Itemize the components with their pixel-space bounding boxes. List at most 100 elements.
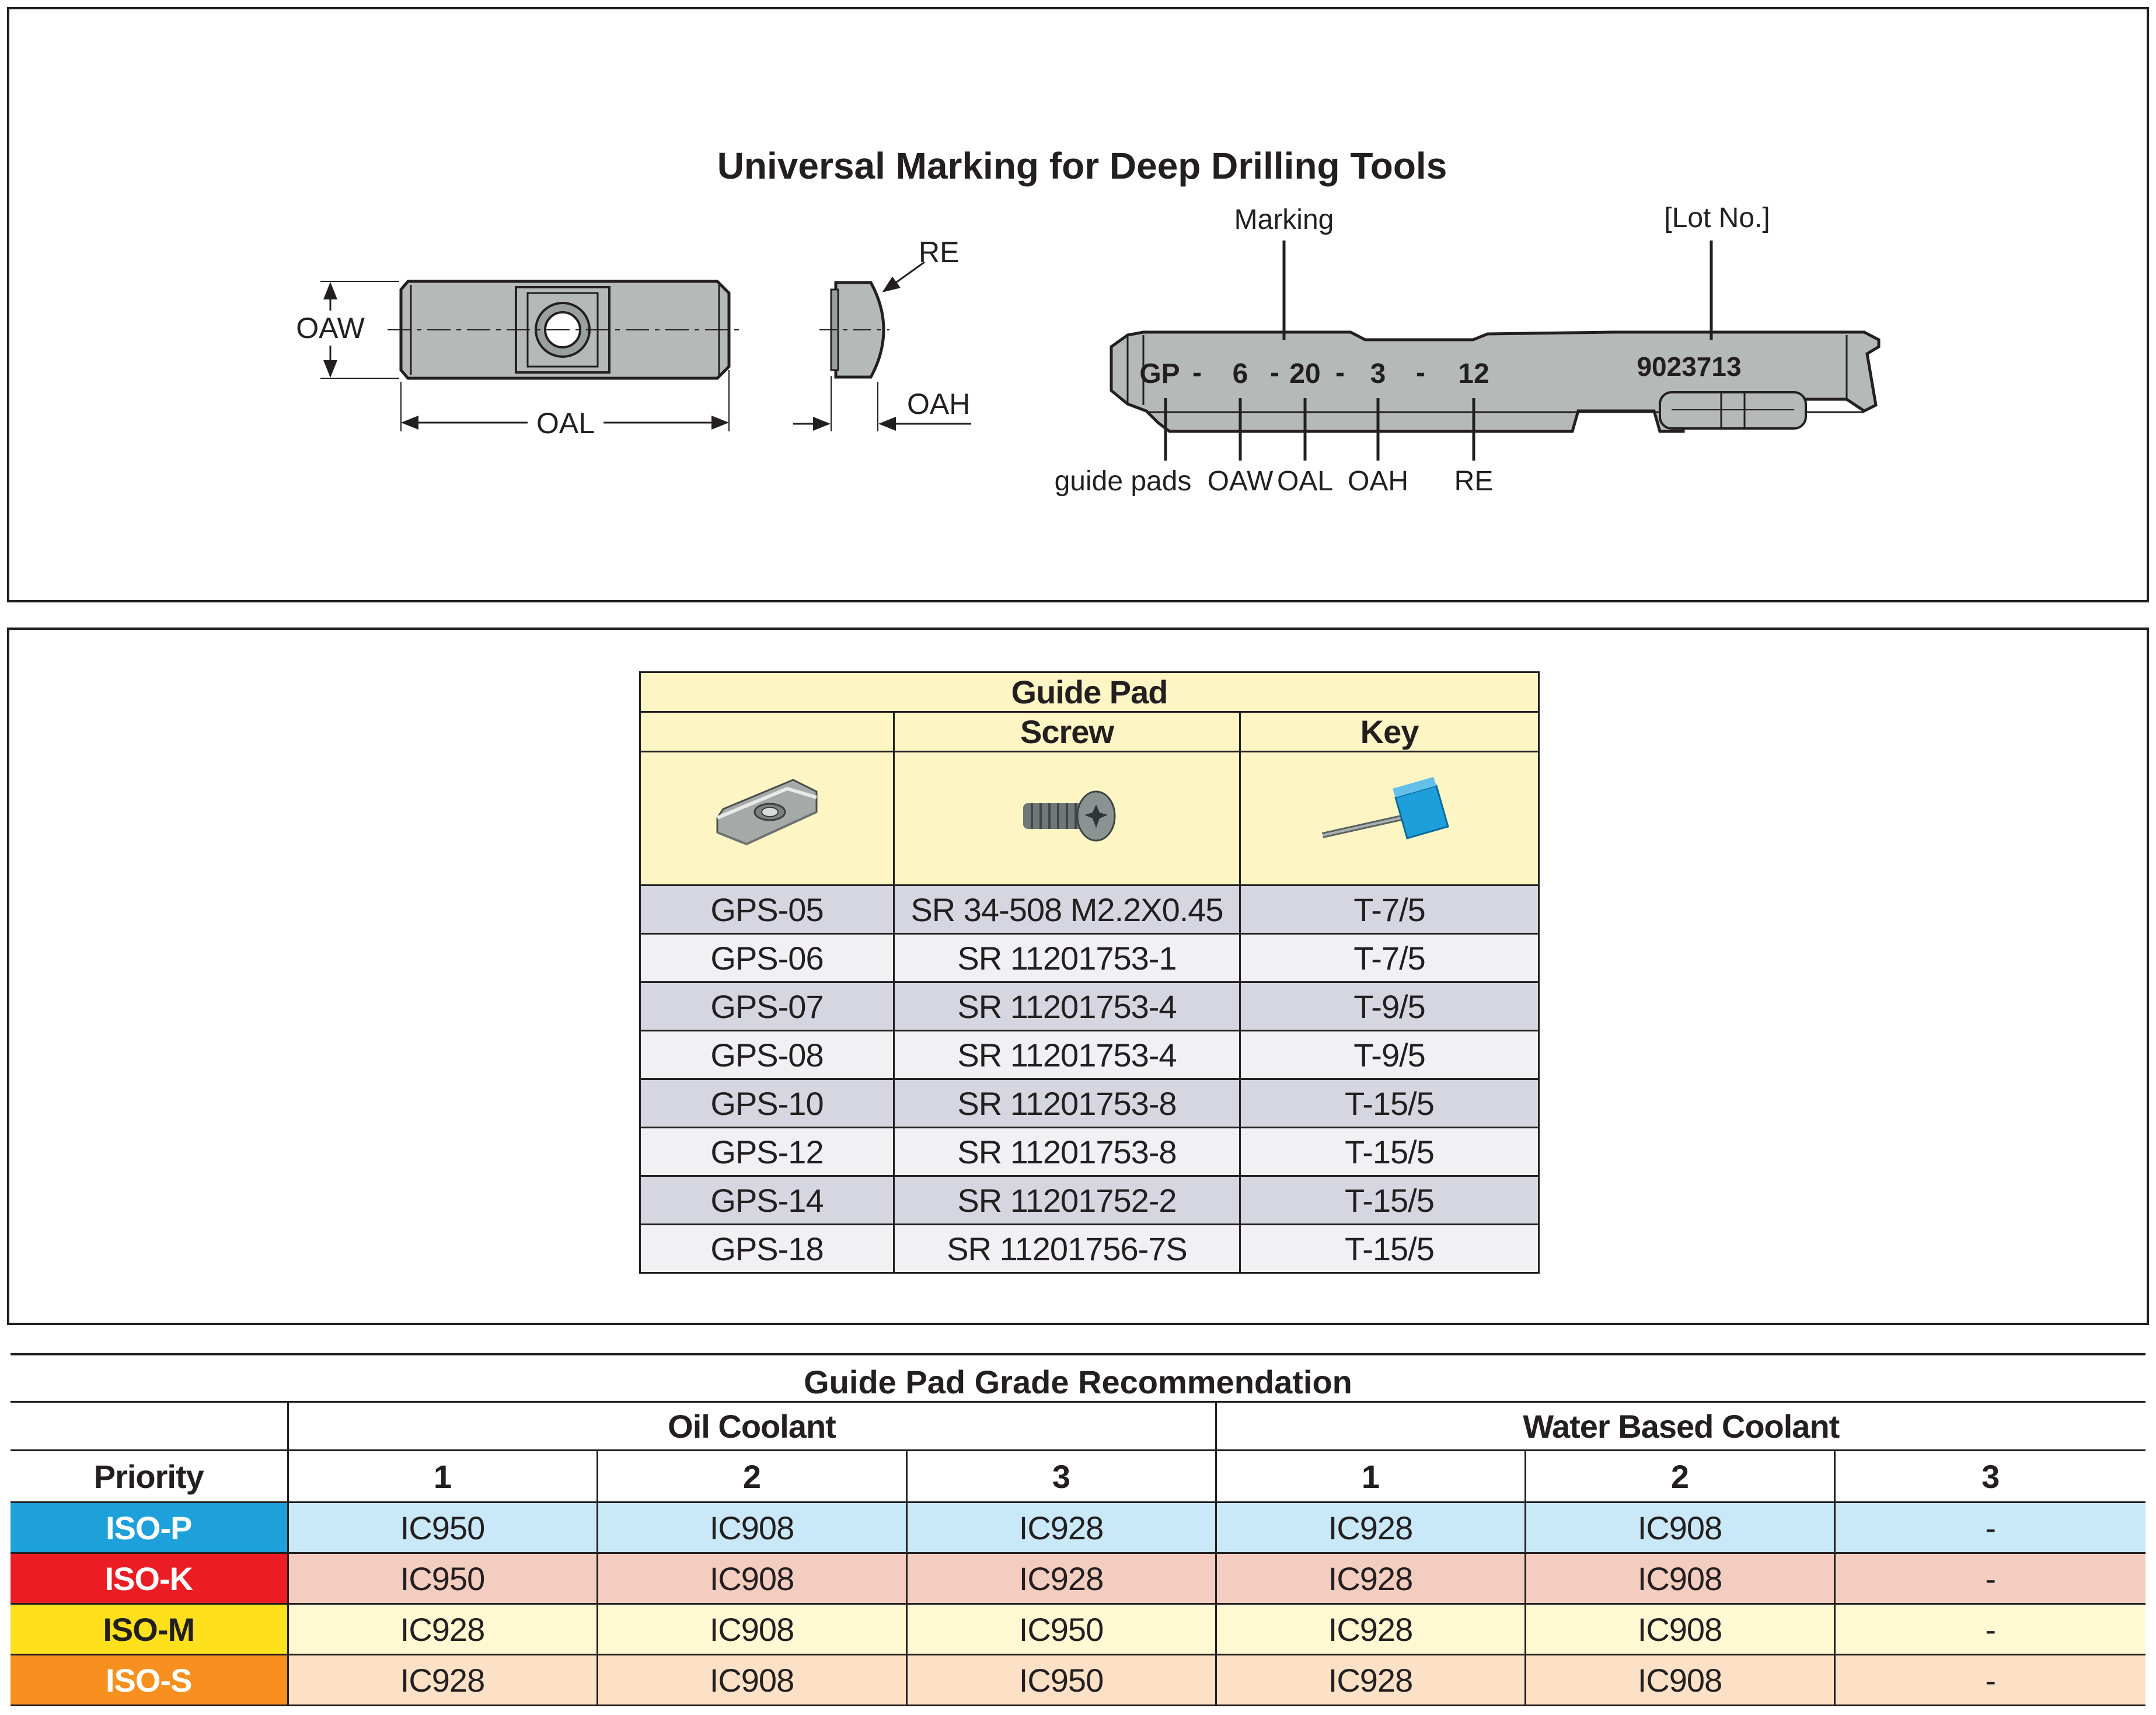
screw-code: SR 11201756-7S — [893, 1223, 1241, 1274]
marking-callout: Marking — [1234, 204, 1334, 235]
grade-value: IC928 — [287, 1654, 598, 1706]
grade-value: IC908 — [596, 1552, 908, 1605]
guide-pad-side-view — [793, 261, 971, 431]
re-dim-label: RE — [919, 236, 959, 269]
oah-dim-label: OAH — [907, 388, 970, 420]
marking-diagram: Universal Marking for Deep Drilling Tool… — [288, 145, 1881, 497]
guide-pad-image — [716, 778, 818, 845]
lot-no-callout: [Lot No.] — [1664, 203, 1770, 233]
grade-value: IC928 — [1215, 1552, 1526, 1605]
code-lot-value: 9023713 — [1637, 351, 1741, 382]
iso-label: ISO-S — [11, 1654, 289, 1706]
grade-value: IC950 — [287, 1552, 598, 1605]
grade-value: IC950 — [905, 1603, 1217, 1655]
code-oaw-value: 6 — [1233, 358, 1248, 389]
code-sep-2: - — [1270, 357, 1279, 388]
oil-coolant-header: Oil Coolant — [287, 1401, 1217, 1451]
pad-code: GPS-08 — [639, 1030, 895, 1080]
key-code: T-15/5 — [1239, 1223, 1540, 1274]
oah-callout: OAH — [1348, 466, 1408, 497]
pad-code: GPS-06 — [639, 933, 895, 983]
screw-code: SR 11201753-1 — [893, 933, 1241, 983]
screw-code: SR 11201752-2 — [893, 1175, 1241, 1225]
guide-row: GPS-06 SR 11201753-1 T-7/5 — [639, 933, 1540, 983]
grade-value: IC908 — [596, 1501, 908, 1554]
guide-pad-header: Guide Pad — [639, 671, 1540, 713]
screw-code: SR 11201753-4 — [893, 1030, 1241, 1080]
priority-col: 2 — [596, 1449, 908, 1503]
key-code: T-15/5 — [1239, 1078, 1540, 1128]
grade-value: - — [1833, 1501, 2145, 1554]
grade-value: IC928 — [905, 1552, 1217, 1605]
pad-code: GPS-07 — [639, 981, 895, 1031]
priority-col: 3 — [1833, 1449, 2145, 1503]
code-sep-1: - — [1192, 357, 1202, 388]
screw-col-header: Screw — [893, 711, 1241, 752]
guide-pad-col-header — [639, 711, 895, 752]
grade-value: - — [1833, 1654, 2145, 1706]
guide-row: GPS-07 SR 11201753-4 T-9/5 — [639, 981, 1540, 1031]
grade-value: IC928 — [905, 1501, 1217, 1554]
guide-pads-callout: guide pads — [1055, 466, 1192, 497]
marking-panel: Universal Marking for Deep Drilling Tool… — [7, 7, 2149, 602]
code-re-value: 12 — [1458, 358, 1489, 389]
guide-pad-table: Guide Pad Screw Key — [639, 671, 1540, 1274]
key-image-cell — [1239, 751, 1540, 886]
pad-code: GPS-05 — [639, 884, 895, 935]
grade-value: - — [1833, 1603, 2145, 1655]
key-col-header: Key — [1239, 711, 1540, 752]
grade-corner-cell — [11, 1401, 289, 1451]
screw-image — [1023, 790, 1116, 841]
guide-row: GPS-05 SR 34-508 M2.2X0.45 T-7/5 — [639, 884, 1540, 935]
priority-header: Priority — [11, 1449, 289, 1503]
marking-title: Universal Marking for Deep Drilling Tool… — [717, 145, 1447, 187]
oaw-dim-label: OAW — [296, 312, 365, 344]
grade-value: IC908 — [1524, 1501, 1836, 1554]
iso-label: ISO-P — [11, 1501, 289, 1554]
grade-value: IC928 — [1215, 1603, 1526, 1655]
guide-row: GPS-10 SR 11201753-8 T-15/5 — [639, 1078, 1540, 1128]
screw-code: SR 11201753-4 — [893, 981, 1241, 1031]
key-code: T-9/5 — [1239, 981, 1540, 1031]
screw-image-cell — [893, 751, 1241, 886]
iso-label: ISO-K — [11, 1552, 289, 1605]
water-coolant-header: Water Based Coolant — [1215, 1401, 2145, 1451]
re-callout: RE — [1454, 466, 1494, 497]
guide-row: GPS-18 SR 11201756-7S T-15/5 — [639, 1223, 1540, 1274]
guide-row: GPS-08 SR 11201753-4 T-9/5 — [639, 1030, 1540, 1080]
key-code: T-9/5 — [1239, 1030, 1540, 1080]
key-code: T-7/5 — [1239, 933, 1540, 983]
pad-code: GPS-18 — [639, 1223, 895, 1274]
key-code: T-7/5 — [1239, 884, 1540, 935]
priority-col: 3 — [905, 1449, 1217, 1503]
grade-value: IC908 — [596, 1603, 908, 1655]
marked-pad — [1110, 330, 1881, 433]
grade-title: Guide Pad Grade Recommendation — [11, 1353, 2145, 1401]
code-oah-value: 3 — [1370, 358, 1386, 389]
grade-value: IC928 — [287, 1603, 598, 1655]
grade-value: IC928 — [1215, 1501, 1526, 1554]
pad-code: GPS-14 — [639, 1175, 895, 1225]
code-sep-4: - — [1416, 357, 1425, 388]
iso-label: ISO-M — [11, 1603, 289, 1655]
priority-col: 1 — [1215, 1449, 1526, 1503]
grade-value: IC950 — [287, 1501, 598, 1554]
grade-value: - — [1833, 1552, 2145, 1605]
key-code: T-15/5 — [1239, 1175, 1540, 1225]
grade-value: IC908 — [1524, 1654, 1836, 1706]
guide-row: GPS-12 SR 11201753-8 T-15/5 — [639, 1127, 1540, 1177]
grade-value: IC950 — [905, 1654, 1217, 1706]
guide-pad-image-cell — [639, 751, 895, 886]
code-sep-3: - — [1335, 357, 1345, 388]
screw-code: SR 11201753-8 — [893, 1127, 1241, 1177]
pad-code: GPS-10 — [639, 1078, 895, 1128]
oal-callout: OAL — [1277, 466, 1333, 497]
screw-code: SR 34-508 M2.2X0.45 — [893, 884, 1241, 935]
grade-value: IC908 — [1524, 1603, 1836, 1655]
screw-code: SR 11201753-8 — [893, 1078, 1241, 1128]
grade-value: IC908 — [596, 1654, 908, 1706]
callout-lines — [1164, 240, 1713, 461]
